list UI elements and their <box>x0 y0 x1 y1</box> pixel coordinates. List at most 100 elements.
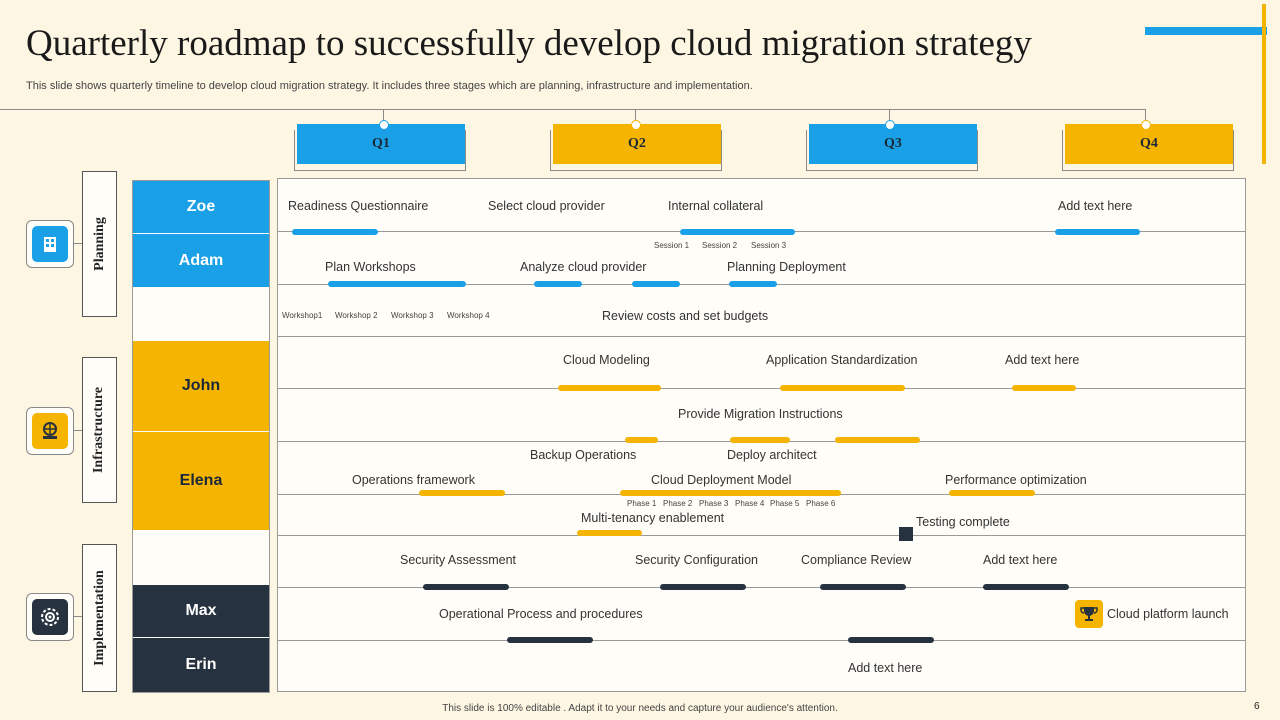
bar-security-assessment <box>423 584 509 590</box>
square-marker-icon <box>899 527 913 541</box>
task-operational-process: Operational Process and procedures <box>439 607 643 621</box>
bar-analyze-2 <box>632 281 680 287</box>
bar-migration-1 <box>625 437 658 443</box>
task-security-configuration: Security Configuration <box>635 553 758 567</box>
stage-implementation: Implementation <box>82 544 117 692</box>
bar-multi-tenancy <box>577 530 642 536</box>
accent-bar-vertical <box>1262 4 1266 164</box>
bar-add-text-3 <box>983 584 1069 590</box>
session-1-label: Session 1 <box>654 241 690 250</box>
session-2-label: Session 2 <box>702 241 738 250</box>
workshop-1-label: Workshop1 <box>282 311 323 320</box>
quarter-q3: Q3 <box>809 124 977 164</box>
page-number: 6 <box>1254 701 1260 712</box>
bar-operations-framework <box>419 490 505 496</box>
person-max: Max <box>133 585 269 638</box>
q1-connector <box>383 109 384 122</box>
q4-connector <box>1145 109 1146 122</box>
task-deploy-architect: Deploy architect <box>727 448 817 462</box>
task-select-cloud-provider: Select cloud provider <box>488 199 605 213</box>
page-subtitle: This slide shows quarterly timeline to d… <box>26 80 753 92</box>
quarter-q2: Q2 <box>553 124 721 164</box>
bar-cloud-modeling <box>558 385 661 391</box>
footer-note: This slide is 100% editable . Adapt it t… <box>442 703 838 714</box>
task-add-text-3[interactable]: Add text here <box>983 553 1058 567</box>
bar-internal-collateral <box>680 229 795 235</box>
task-readiness-questionnaire: Readiness Questionnaire <box>288 199 429 213</box>
bar-add-text-1 <box>1055 229 1140 235</box>
q2-box-shadow <box>550 130 722 171</box>
globe-hand-icon <box>32 413 68 449</box>
bar-app-standardization <box>780 385 905 391</box>
bar-operational-process-2 <box>848 637 934 643</box>
phase-5-label: Phase 5 <box>770 499 800 508</box>
q4-box-shadow <box>1062 130 1234 171</box>
quarter-q1: Q1 <box>297 124 465 164</box>
q4-dot <box>1141 120 1151 130</box>
header-divider <box>0 109 1146 110</box>
task-security-assessment: Security Assessment <box>400 553 517 567</box>
person-john: John <box>133 341 269 432</box>
workshop-4-label: Workshop 4 <box>447 311 490 320</box>
q2-dot <box>631 120 641 130</box>
phase-6-label: Phase 6 <box>806 499 836 508</box>
planning-icon-frame <box>26 220 74 268</box>
task-cloud-platform-launch: Cloud platform launch <box>1107 607 1229 621</box>
task-migration-instructions: Provide Migration Instructions <box>678 407 843 421</box>
phase-2-label: Phase 2 <box>663 499 693 508</box>
session-3-label: Session 3 <box>751 241 787 250</box>
stage-infrastructure: Infrastructure <box>82 357 117 503</box>
task-add-text-4[interactable]: Add text here <box>848 661 923 675</box>
task-backup-operations: Backup Operations <box>530 448 637 462</box>
infrastructure-icon-frame <box>26 407 74 455</box>
phase-3-label: Phase 3 <box>699 499 729 508</box>
task-compliance-review: Compliance Review <box>801 553 912 567</box>
page-title: Quarterly roadmap to successfully develo… <box>26 23 1032 64</box>
q3-dot <box>885 120 895 130</box>
task-application-standardization: Application Standardization <box>766 353 918 367</box>
task-review-costs: Review costs and set budgets <box>602 309 769 323</box>
bar-cloud-deployment-model <box>620 490 841 496</box>
bar-planning-deployment <box>729 281 777 287</box>
workshop-2-label: Workshop 2 <box>335 311 378 320</box>
task-multi-tenancy: Multi-tenancy enablement <box>581 511 725 525</box>
task-add-text-2[interactable]: Add text here <box>1005 353 1080 367</box>
task-cloud-deployment-model: Cloud Deployment Model <box>651 473 792 487</box>
task-plan-workshops: Plan Workshops <box>325 260 416 274</box>
accent-bar-horizontal <box>1145 27 1267 35</box>
bar-add-text-2 <box>1012 385 1076 391</box>
q1-dot <box>379 120 389 130</box>
bar-migration-3 <box>835 437 920 443</box>
bar-security-configuration <box>660 584 746 590</box>
bar-migration-2 <box>730 437 790 443</box>
stage-planning: Planning <box>82 171 117 317</box>
task-planning-deployment: Planning Deployment <box>727 260 846 274</box>
building-icon <box>32 226 68 262</box>
task-cloud-modeling: Cloud Modeling <box>563 353 650 367</box>
target-gear-icon <box>32 599 68 635</box>
person-erin: Erin <box>133 638 269 692</box>
bar-readiness <box>292 229 378 235</box>
phase-4-label: Phase 4 <box>735 499 765 508</box>
task-add-text-1[interactable]: Add text here <box>1058 199 1133 213</box>
phase-1-label: Phase 1 <box>627 499 657 508</box>
implementation-icon-frame <box>26 593 74 641</box>
person-zoe: Zoe <box>133 181 269 234</box>
q1-box-shadow <box>294 130 466 171</box>
task-analyze-cloud-provider: Analyze cloud provider <box>520 260 647 274</box>
task-performance-optimization: Performance optimization <box>945 473 1087 487</box>
person-adam: Adam <box>133 234 269 287</box>
bar-operational-process <box>507 637 593 643</box>
person-elena: Elena <box>133 432 269 530</box>
q3-connector <box>889 109 890 122</box>
bar-performance-optimization <box>949 490 1035 496</box>
bar-analyze-1 <box>534 281 582 287</box>
task-operations-framework: Operations framework <box>352 473 475 487</box>
workshop-3-label: Workshop 3 <box>391 311 434 320</box>
bar-compliance-review <box>820 584 906 590</box>
trophy-icon <box>1075 600 1103 628</box>
task-internal-collateral: Internal collateral <box>668 199 764 213</box>
q3-box-shadow <box>806 130 978 171</box>
bar-plan-workshops <box>328 281 466 287</box>
q2-connector <box>635 109 636 122</box>
